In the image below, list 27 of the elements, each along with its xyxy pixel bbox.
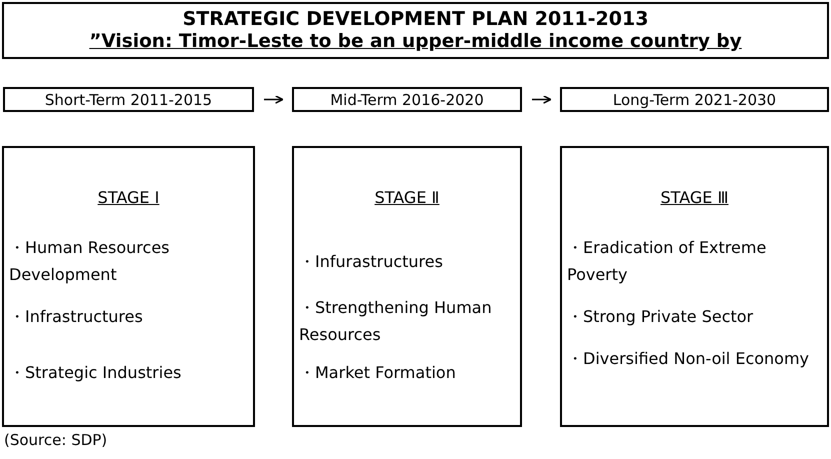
term-label: Mid-Term 2016-2020 bbox=[329, 91, 485, 109]
stage-box bbox=[2, 146, 255, 427]
bullet-item: ・Strengthening Human Resources bbox=[299, 297, 493, 346]
stage-box bbox=[292, 146, 522, 427]
term-box bbox=[560, 87, 829, 112]
bullet-item: ・Strong Private Sector bbox=[567, 306, 754, 328]
stage-box bbox=[560, 146, 829, 427]
term-label: Short-Term 2011-2015 bbox=[44, 91, 214, 109]
bullet-item: ・Market Formation bbox=[299, 362, 457, 384]
stage-heading: STAGE Ⅱ bbox=[374, 187, 440, 209]
term-box bbox=[3, 87, 254, 112]
term-label: Long-Term 2021-2030 bbox=[612, 91, 778, 109]
stage-heading: STAGE Ⅲ bbox=[660, 187, 730, 209]
stage-heading: STAGE Ⅰ bbox=[96, 187, 160, 209]
bullet-item: ・Infrastructures bbox=[9, 306, 144, 328]
title-box bbox=[2, 2, 829, 59]
source-note: (Source: SDP) bbox=[4, 431, 108, 449]
title: STRATEGIC DEVELOPMENT PLAN 2011-2013 bbox=[182, 8, 650, 30]
bullet-item: ・Strategic Industries bbox=[9, 362, 182, 384]
bullet-item: ・Infurastructures bbox=[299, 251, 444, 273]
bullet-item: ・Eradication of Extreme Poverty bbox=[567, 237, 768, 286]
bullet-item: ・Diversified Non-oil Economy bbox=[567, 348, 810, 370]
arrow bbox=[532, 95, 552, 104]
term-box bbox=[292, 87, 522, 112]
subtitle: ”Vision: Timor-Leste to be an upper-middle income country by bbox=[88, 31, 743, 52]
bullet-item: ・Human Resources Development bbox=[9, 237, 170, 286]
arrow bbox=[264, 95, 284, 104]
